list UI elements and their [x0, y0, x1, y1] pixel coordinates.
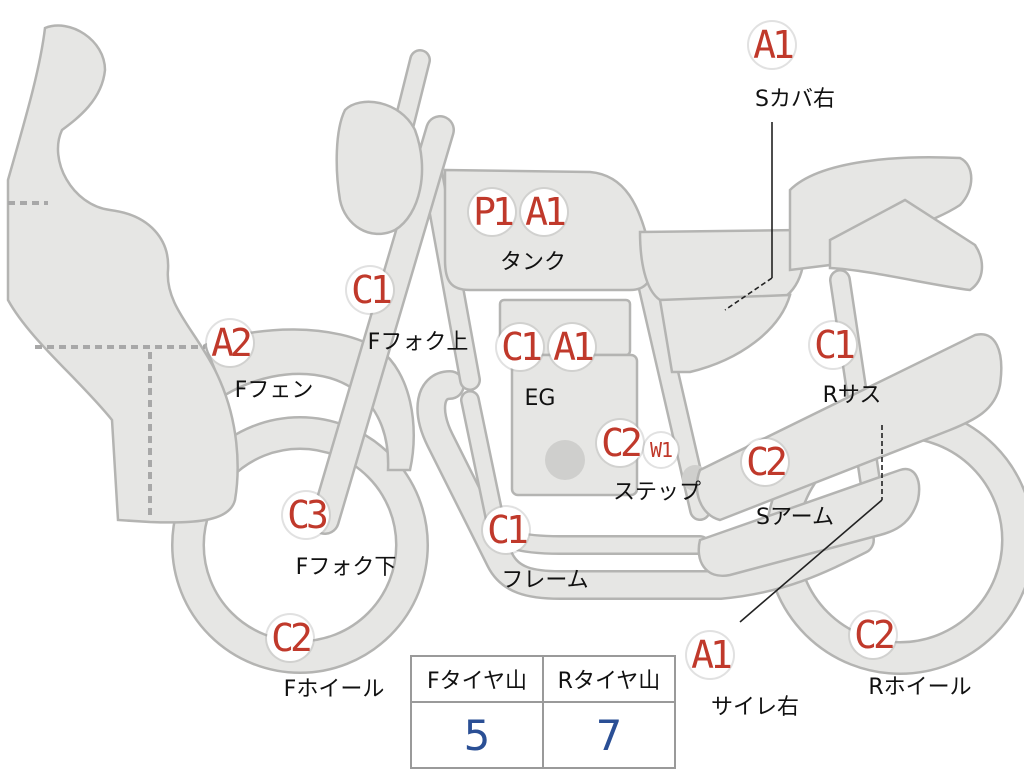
- table-header-front-tread: Fタイヤ山: [410, 655, 544, 703]
- table-value-rear-tread: 7: [542, 701, 676, 769]
- front-cowl: [6, 24, 239, 524]
- badge-c1-ffork-upper: C1: [347, 267, 393, 313]
- silencer: [697, 467, 921, 578]
- leader-silencer: [739, 499, 883, 623]
- leader-side-cover-dash: [724, 277, 773, 311]
- label-ffork-lower: Fフォク下: [295, 555, 397, 580]
- tail-cowl: [828, 198, 984, 292]
- badge-a1-silencer: A1: [687, 632, 733, 678]
- badge-c2-fwheel: C2: [267, 615, 313, 661]
- badge-c3-ffork-lower: C3: [283, 492, 329, 538]
- side-cover: [638, 228, 806, 302]
- side-cover-lower: [658, 293, 792, 374]
- table-header-rear-tread: Rタイヤ山: [542, 655, 676, 703]
- table-value-front-tread: 5: [410, 701, 544, 769]
- label-ffender: Fフェン: [234, 378, 314, 403]
- label-silencer-right: サイレ右: [710, 695, 800, 720]
- badge-c1-frame: C1: [483, 507, 529, 553]
- badge-c1-eg: C1: [497, 324, 543, 370]
- badge-w1-step: W1: [644, 433, 678, 467]
- label-sarm: Sアーム: [756, 505, 834, 530]
- badge-c1-rsus: C1: [810, 322, 856, 368]
- label-step: ステップ: [612, 480, 702, 505]
- label-tank: タンク: [499, 250, 567, 275]
- label-rwheel: Rホイール: [868, 675, 972, 700]
- badge-a1-s-cover: A1: [749, 22, 795, 68]
- badge-c2-sarm: C2: [742, 439, 788, 485]
- badge-a1-eg: A1: [549, 324, 595, 370]
- tire-tread-table: Fタイヤ山 Rタイヤ山 5 7: [410, 655, 676, 769]
- badge-c2-rwheel: C2: [850, 612, 896, 658]
- label-frame: フレーム: [501, 568, 589, 593]
- label-eg: EG: [524, 386, 556, 411]
- badge-a1-tank: A1: [521, 189, 567, 235]
- label-ffork-upper: Fフォク上: [367, 330, 469, 355]
- badge-c2-step: C2: [597, 420, 643, 466]
- label-rsus: Rサス: [822, 383, 882, 408]
- label-fwheel: Fホイール: [283, 677, 385, 702]
- badge-a2-ffender: A2: [207, 320, 253, 366]
- label-s-cover-right: Sカバ右: [755, 87, 835, 112]
- headlight: [335, 100, 424, 236]
- badge-p1-tank: P1: [469, 189, 515, 235]
